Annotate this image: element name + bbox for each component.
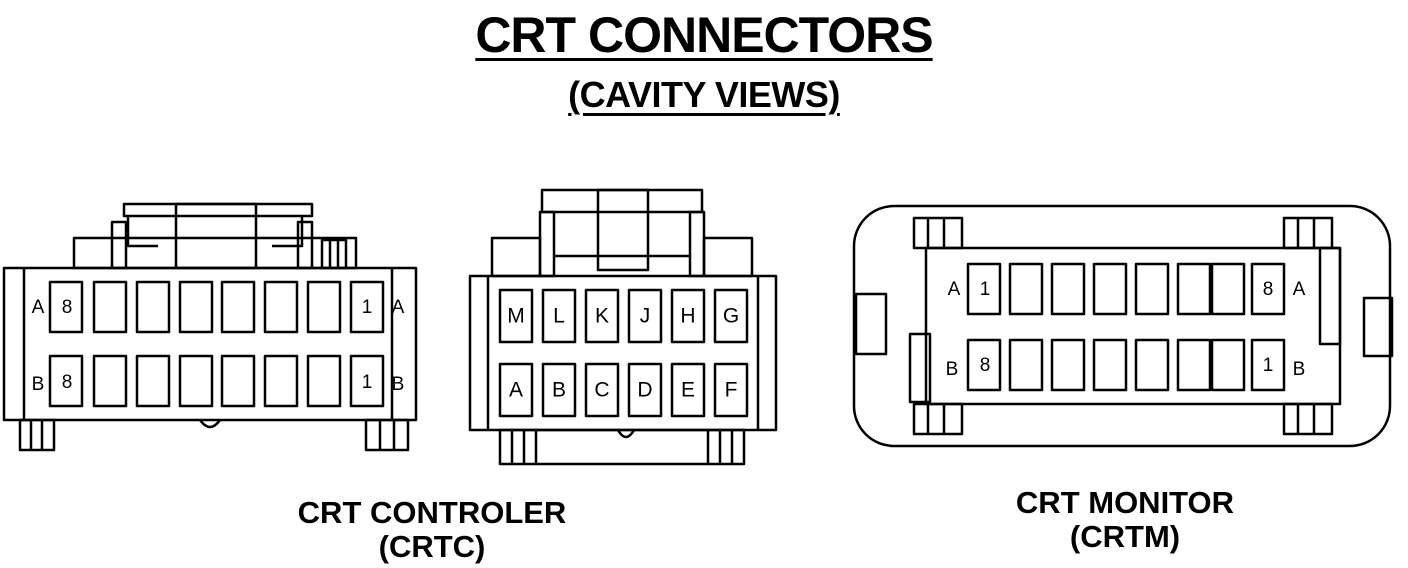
- controller-row-b-right-label: B: [392, 374, 405, 395]
- controller-row-a-left-label: A: [32, 297, 45, 318]
- middle-connector: M L K J H G A B C D E F: [468, 188, 778, 466]
- controller-row-a-right-label: A: [392, 297, 405, 318]
- middle-pin-c: C: [594, 379, 609, 402]
- crt-controller-code: (CRTC): [378, 529, 486, 564]
- middle-pin-h: H: [680, 305, 695, 328]
- monitor-pin-a1: 1: [980, 279, 991, 300]
- middle-pin-e: E: [681, 379, 695, 402]
- controller-pin-a8: 8: [62, 297, 73, 318]
- crt-controller-caption: CRT CONTROLER (CRTC): [282, 496, 582, 564]
- monitor-pin-b8: 8: [980, 355, 991, 376]
- controller-pin-a1: 1: [362, 297, 373, 318]
- crt-monitor-connector: A A B B 1 8 8 1: [852, 204, 1394, 448]
- controller-pin-b1: 1: [362, 372, 373, 393]
- controller-row-b: [48, 354, 385, 408]
- crt-monitor-caption: CRT MONITOR (CRTM): [975, 486, 1275, 554]
- middle-pin-a: A: [509, 379, 523, 402]
- crt-controller-connector: A A B B 8 1 8 1: [2, 202, 418, 452]
- middle-pin-d: D: [637, 379, 652, 402]
- middle-pin-b: B: [552, 379, 566, 402]
- middle-pin-j: J: [640, 305, 651, 328]
- controller-pin-b8: 8: [62, 372, 73, 393]
- monitor-row-a-left-label: A: [948, 279, 961, 300]
- controller-row-a: [48, 280, 385, 334]
- monitor-row-b-right-label: B: [1293, 359, 1306, 380]
- monitor-pin-b1: 1: [1263, 355, 1274, 376]
- crt-controller-name: CRT CONTROLER: [297, 495, 567, 530]
- controller-row-b-left-label: B: [32, 374, 45, 395]
- page-subtitle: (CAVITY VIEWS): [568, 74, 840, 115]
- middle-pin-f: F: [725, 379, 738, 402]
- monitor-row-b-left-label: B: [946, 359, 959, 380]
- crt-monitor-name: CRT MONITOR: [1015, 485, 1235, 520]
- middle-pin-g: G: [723, 305, 739, 328]
- middle-pin-k: K: [595, 305, 609, 328]
- monitor-row-a-right-label: A: [1293, 279, 1306, 300]
- page-title: CRT CONNECTORS: [475, 7, 933, 63]
- middle-pin-l: L: [553, 305, 565, 328]
- middle-pin-m: M: [507, 305, 525, 328]
- monitor-pin-a8: 8: [1263, 279, 1274, 300]
- crt-monitor-code: (CRTM): [1069, 519, 1181, 554]
